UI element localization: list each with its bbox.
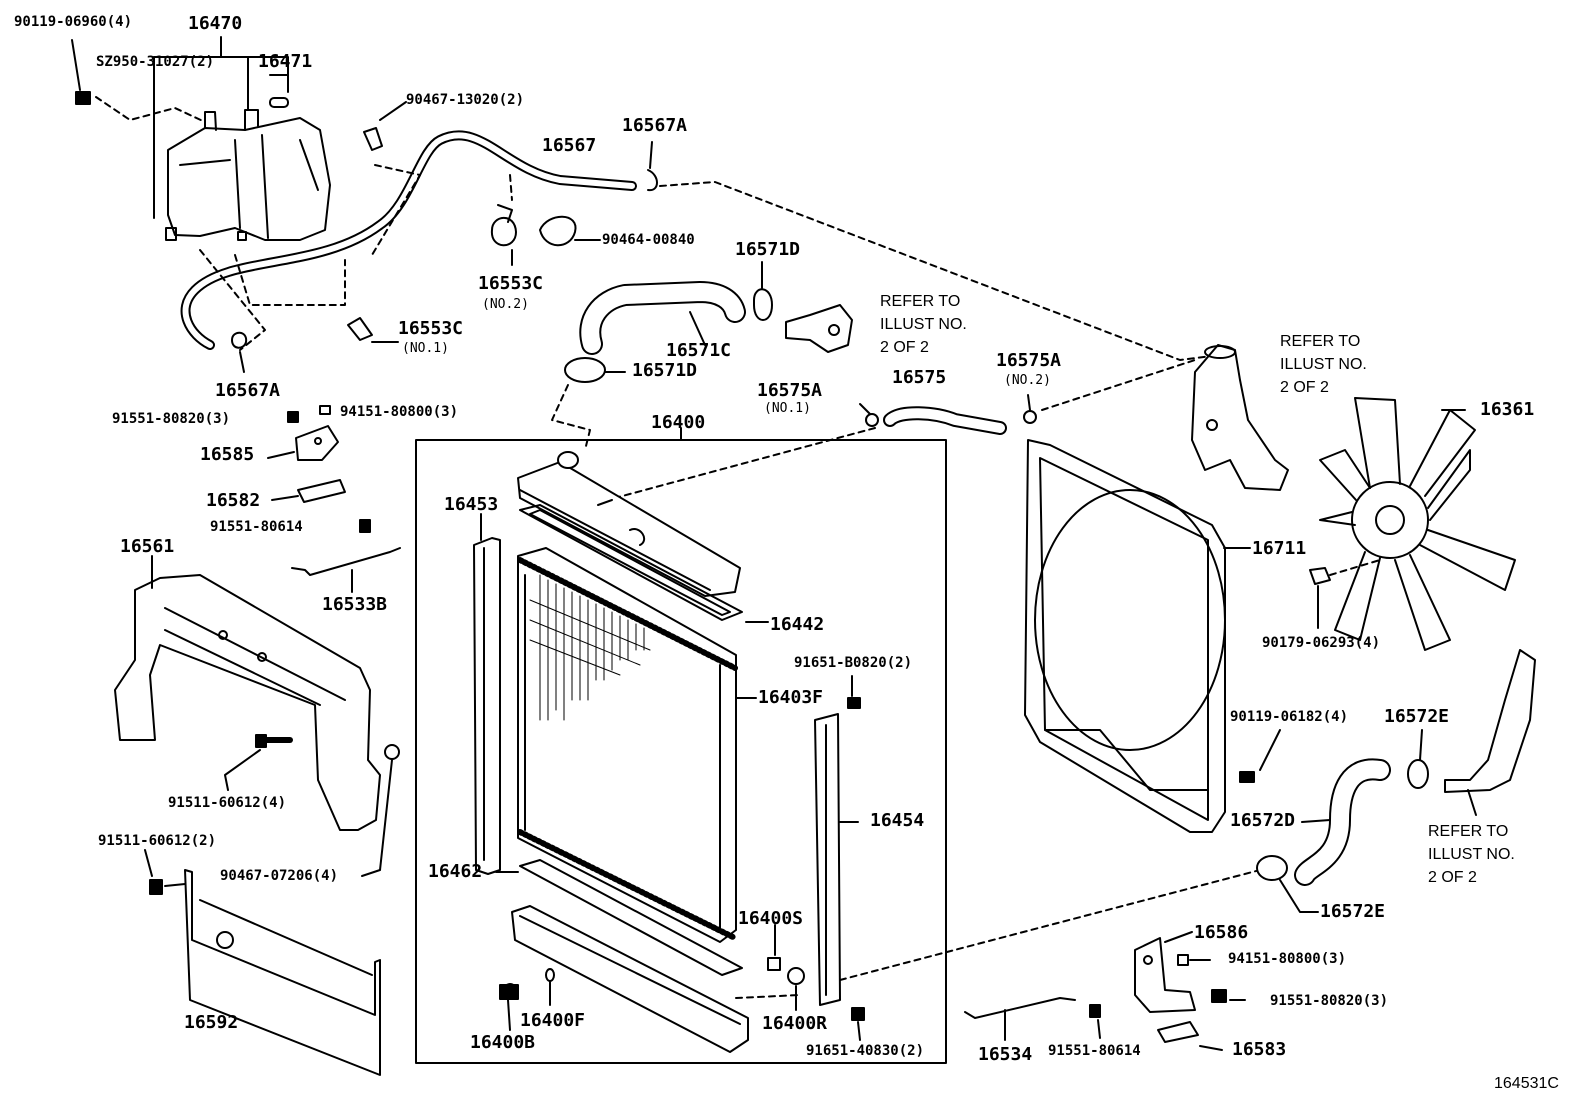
- refer-note-line: REFER TO: [880, 293, 961, 310]
- callout-91551-80614-a: 91551-80614: [210, 519, 303, 535]
- radiator-upper-tank: [517, 451, 741, 597]
- callout-16711: 16711: [1252, 538, 1307, 559]
- callout-16442: 16442: [770, 614, 825, 635]
- callout-90119-06960: 90119-06960(4): [14, 14, 133, 30]
- reservoir-tank: [165, 109, 331, 241]
- callout-90464-00840: 90464-00840: [602, 232, 695, 248]
- callout-16403f: 16403F: [758, 687, 824, 708]
- callout-no2: (NO.2): [482, 297, 529, 312]
- callout-16470: 16470: [188, 13, 243, 34]
- refer-note-line: ILLUST NO.: [1280, 356, 1367, 373]
- callout-91551-80820-b: 91551-80820(3): [1270, 993, 1389, 1009]
- lower-gasket: [519, 859, 743, 976]
- callout-no1: (NO.1): [402, 341, 449, 356]
- callout-16462: 16462: [428, 861, 483, 882]
- callout-90467-13020: 90467-13020(2): [406, 92, 525, 108]
- callout-16553c-no1: 16553C: [398, 318, 464, 339]
- callout-91511-60612-4: 91511-60612(4): [168, 795, 287, 811]
- refer-note-line: 2 OF 2: [1428, 869, 1477, 886]
- callout-16585: 16585: [200, 444, 255, 465]
- callout-90467-07206: 90467-07206(4): [220, 868, 339, 884]
- callout-91511-60612-2: 91511-60612(2): [98, 833, 217, 849]
- callout-94151-80800-a: 94151-80800(3): [340, 404, 459, 420]
- diagram-reference-code: 164531C: [1494, 1075, 1559, 1092]
- left-side-bracket: [473, 537, 501, 875]
- callout-16400b: 16400B: [470, 1032, 536, 1053]
- refer-note-outlet: REFER TO ILLUST NO. 2 OF 2: [880, 290, 967, 359]
- callout-16567: 16567: [542, 135, 597, 156]
- callout-16553c-no2: 16553C: [478, 273, 544, 294]
- callout-16453: 16453: [444, 494, 499, 515]
- callout-91551-80614-b: 91551-80614: [1048, 1043, 1141, 1059]
- callout-16400f: 16400F: [520, 1010, 586, 1031]
- refer-note-line: REFER TO: [1428, 823, 1509, 840]
- callout-sz950-31027: SZ950-31027(2): [96, 54, 215, 70]
- callout-16583: 16583: [1232, 1039, 1287, 1060]
- air-duct: [114, 574, 381, 831]
- callout-16575a-no1: 16575A: [757, 380, 823, 401]
- refer-note-line: ILLUST NO.: [880, 316, 967, 333]
- callout-94151-80800-b: 94151-80800(3): [1228, 951, 1347, 967]
- callout-16561: 16561: [120, 536, 175, 557]
- callout-16471: 16471: [258, 51, 313, 72]
- callout-16572d: 16572D: [1230, 810, 1296, 831]
- callout-16567a-low: 16567A: [215, 380, 281, 401]
- callout-16534: 16534: [978, 1044, 1033, 1065]
- callout-16567a-top: 16567A: [622, 115, 688, 136]
- callout-16575: 16575: [892, 367, 947, 388]
- callout-16572e-low: 16572E: [1320, 901, 1386, 922]
- refer-note-line: 2 OF 2: [880, 339, 929, 356]
- callout-16586: 16586: [1194, 922, 1249, 943]
- refer-note-line: ILLUST NO.: [1428, 846, 1515, 863]
- callout-16582: 16582: [206, 490, 261, 511]
- lower-cover-panel: [184, 869, 381, 1076]
- callout-no1-b: (NO.1): [764, 401, 811, 416]
- refer-note-housing: REFER TO ILLUST NO. 2 OF 2: [1280, 330, 1367, 399]
- callout-16533b: 16533B: [322, 594, 388, 615]
- callout-91651-b0820: 91651-B0820(2): [794, 655, 913, 671]
- callout-16571d-low: 16571D: [632, 360, 698, 381]
- cooling-fan: [1319, 397, 1516, 651]
- callout-90119-06182: 90119-06182(4): [1230, 709, 1349, 725]
- upper-gasket: [519, 504, 743, 621]
- callout-16400: 16400: [651, 412, 706, 433]
- callout-16571c: 16571C: [666, 340, 732, 361]
- callout-91651-40830: 91651-40830(2): [806, 1043, 925, 1059]
- callout-16454: 16454: [870, 810, 925, 831]
- callout-16400s: 16400S: [738, 908, 804, 929]
- callout-91551-80820-a: 91551-80820(3): [112, 411, 231, 427]
- radiator-core: [517, 547, 738, 943]
- coolant-outlet-housing: [1191, 344, 1289, 491]
- callout-90179-06293: 90179-06293(4): [1262, 635, 1381, 651]
- fan-shroud: [1024, 439, 1226, 833]
- callout-no2-b: (NO.2): [1004, 373, 1051, 388]
- right-side-bracket: [814, 713, 841, 1006]
- refer-note-line: 2 OF 2: [1280, 379, 1329, 396]
- refer-note-pipe: REFER TO ILLUST NO. 2 OF 2: [1428, 820, 1515, 889]
- callout-16575a-no2: 16575A: [996, 350, 1062, 371]
- callout-16571d-top: 16571D: [735, 239, 801, 260]
- refer-note-line: REFER TO: [1280, 333, 1361, 350]
- callout-16572e-top: 16572E: [1384, 706, 1450, 727]
- callout-16592: 16592: [184, 1012, 239, 1033]
- callout-16361: 16361: [1480, 399, 1535, 420]
- callout-16400r: 16400R: [762, 1013, 828, 1034]
